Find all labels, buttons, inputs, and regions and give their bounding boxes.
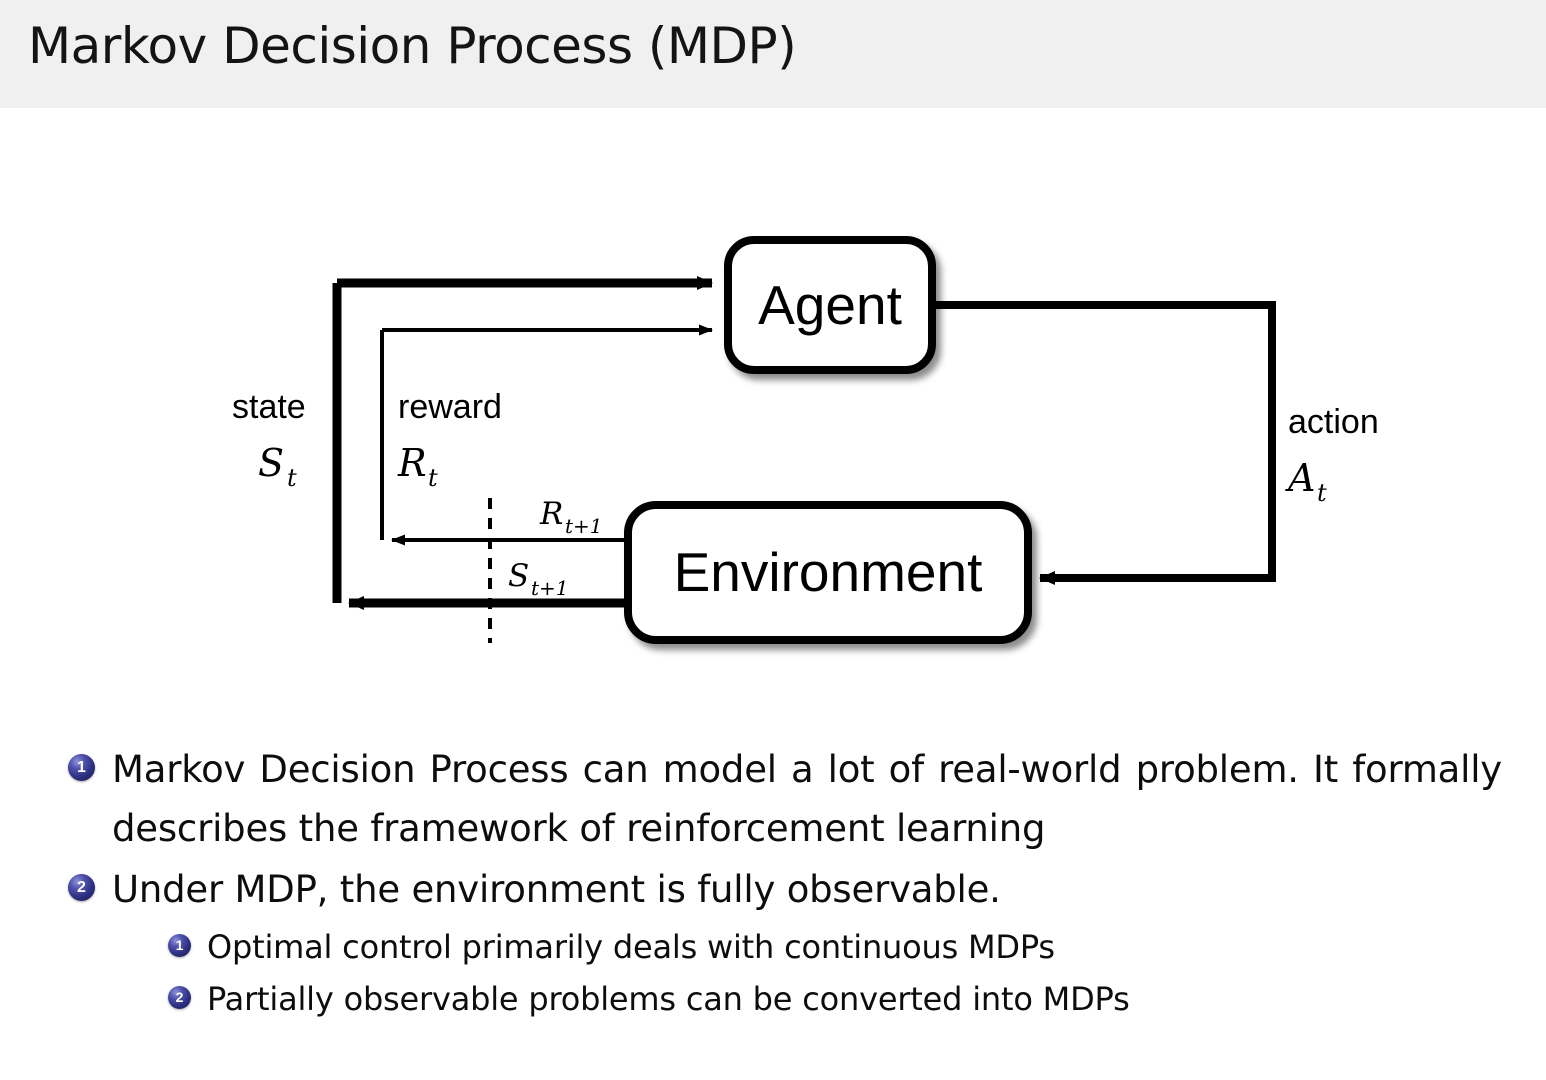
bullet-list: 1 Markov Decision Process can model a lo… [0, 740, 1546, 1025]
label-reward-next: R t+1 [539, 496, 603, 538]
label-state-next: S t+1 [508, 558, 569, 600]
state-symbol: S [258, 441, 284, 485]
bullet-text-2: Under MDP, the environment is fully obse… [112, 868, 1001, 911]
label-state: state S t [232, 388, 306, 492]
state-next-symbol: S [508, 558, 529, 594]
node-environment: Environment [624, 501, 1032, 644]
state-symbol-subscript: t [287, 464, 297, 492]
node-agent: Agent [724, 236, 936, 374]
label-action: action A t [1285, 403, 1379, 507]
environment-label: Environment [674, 541, 983, 603]
reward-symbol-subscript: t [428, 464, 438, 492]
action-symbol: A [1285, 456, 1315, 500]
sub-bullet-marker-1: 1 [168, 934, 191, 957]
sub-bullet-text-2: Partially observable problems can be con… [207, 980, 1130, 1018]
bullet-text-1: Markov Decision Process can model a lot … [112, 748, 1502, 850]
agent-label: Agent [758, 274, 902, 336]
action-word: action [1288, 403, 1379, 441]
action-path-to-environment [932, 301, 1276, 585]
environment-box [624, 501, 1032, 644]
slide-header-band [0, 0, 1546, 108]
list-item: 2 Partially observable problems can be c… [0, 973, 1546, 1025]
sub-bullet-text-1: Optimal control primarily deals with con… [207, 928, 1055, 966]
edge-reward [380, 324, 713, 546]
reward-next-symbol-subscript: t+1 [565, 514, 603, 538]
bullet-marker-1: 1 [68, 754, 95, 781]
mdp-loop-diagram: Agent Environment state S t reward R t [0, 108, 1546, 708]
state-next-symbol-subscript: t+1 [531, 576, 569, 600]
list-item: 2 Under MDP, the environment is fully ob… [0, 860, 1546, 919]
list-item: 1 Markov Decision Process can model a lo… [0, 740, 1546, 858]
list-item: 1 Optimal control primarily deals with c… [0, 921, 1546, 973]
reward-word: reward [398, 388, 502, 426]
page-title: Markov Decision Process (MDP) [28, 17, 797, 75]
reward-next-symbol: R [539, 496, 563, 532]
action-symbol-subscript: t [1317, 479, 1327, 507]
mdp-loop-svg: Agent Environment state S t reward R t [232, 236, 1379, 644]
bullet-marker-2: 2 [68, 874, 95, 901]
reward-symbol: R [397, 441, 427, 485]
sub-bullet-marker-2: 2 [168, 986, 191, 1009]
agent-box [724, 236, 936, 374]
edge-action [932, 301, 1276, 585]
state-word: state [232, 388, 306, 426]
label-reward: reward R t [397, 388, 502, 492]
